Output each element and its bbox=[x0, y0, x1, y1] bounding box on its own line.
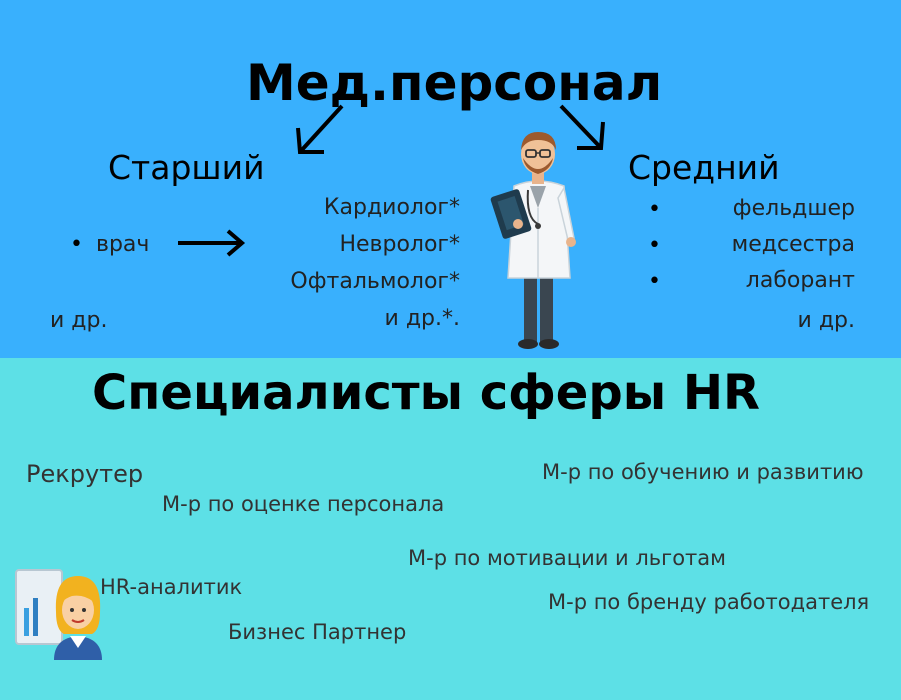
hr-role-partner: Бизнес Партнер bbox=[228, 620, 407, 644]
middle-heading: Средний bbox=[628, 148, 780, 187]
bullet-dot: • bbox=[648, 269, 661, 294]
bullet-dot: • bbox=[70, 232, 83, 257]
doctor-illustration bbox=[490, 132, 576, 349]
med-staff-section bbox=[0, 0, 901, 358]
specialist-item: Кардиолог* bbox=[323, 195, 460, 220]
hr-role-analyst: HR-аналитик bbox=[100, 575, 243, 599]
arrow-icon-right bbox=[559, 104, 605, 150]
middle-etc: и др. bbox=[797, 308, 855, 333]
hr-title: Специалисты сферы HR bbox=[92, 365, 760, 421]
hr-analyst-illustration bbox=[15, 569, 102, 660]
arrow-icon-right-long bbox=[178, 229, 246, 257]
middle-item: медсестра bbox=[731, 232, 855, 257]
senior-etc: и др. bbox=[50, 308, 108, 333]
arrow-icon-left bbox=[296, 104, 344, 154]
middle-item: лаборант bbox=[745, 268, 855, 293]
middle-item: фельдшер bbox=[732, 196, 855, 221]
hr-role-recruiter: Рекрутер bbox=[26, 460, 144, 488]
hr-role-brand: М-р по бренду работодателя bbox=[548, 590, 870, 614]
senior-heading: Старший bbox=[108, 148, 265, 187]
hr-role-training: М-р по обучению и развитию bbox=[542, 460, 864, 484]
bullet-dot: • bbox=[648, 233, 661, 258]
senior-item-doctor: врач bbox=[96, 232, 150, 257]
hr-role-assessment: М-р по оценке персонала bbox=[162, 492, 445, 516]
hr-role-motivation: М-р по мотивации и льготам bbox=[408, 546, 726, 570]
hr-section bbox=[0, 358, 901, 700]
specialist-item: Невролог* bbox=[339, 232, 460, 257]
specialist-item: и др.*. bbox=[384, 306, 460, 331]
med-title: Мед.персонал bbox=[246, 54, 663, 112]
bullet-dot: • bbox=[648, 197, 661, 222]
specialist-item: Офтальмолог* bbox=[290, 269, 460, 294]
